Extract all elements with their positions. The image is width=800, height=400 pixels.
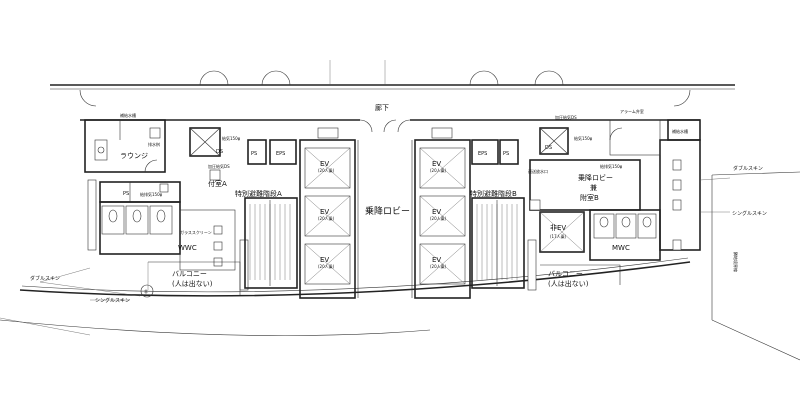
eps-shaft-left: [269, 139, 297, 165]
vent-label-right: 給排気150φ: [600, 163, 623, 169]
ps-shaft-left: [247, 139, 267, 165]
balcony-right-note: (人は出ない): [548, 279, 589, 288]
single-skin-right-label: シングルスキン: [732, 210, 767, 217]
ev-car-left-1: [304, 147, 351, 189]
wwc-room: [99, 201, 181, 255]
mwc-stalls: [593, 213, 657, 239]
ev-car-right-3: [419, 243, 466, 285]
wwc-vertical-panel: [87, 179, 97, 251]
balcony-left: [148, 261, 241, 295]
exterior-line-bottom: [711, 319, 800, 361]
vestibule-a-label: 付室A: [208, 179, 227, 188]
ev-left-2-cap: (20人乗): [318, 215, 335, 221]
glass-screen-label: ガラススクリーン: [180, 229, 212, 235]
diag-line-left: [0, 317, 91, 336]
ev-right-2-cap: (20人乗): [430, 215, 447, 221]
ev-right-3-cap: (20人乗): [430, 263, 447, 269]
connect-port-label: 連送放水口: [528, 168, 548, 174]
ev-right-1-cap: (20人乗): [430, 167, 447, 173]
drain-label: 排水桝: [148, 141, 160, 147]
corridor-doors: [79, 70, 691, 133]
ev-left-3-cap: (20人乗): [318, 263, 335, 269]
balcony-right-label: バルコニー: [548, 270, 583, 278]
ds-label-left: DS: [216, 149, 223, 155]
ev-left-1-label: EV: [320, 160, 329, 168]
ev-right-1-label: EV: [432, 160, 441, 168]
ps-shaft-right: [499, 139, 519, 165]
lobby-b-label-1: 乗降ロビー: [578, 173, 613, 182]
left-balcony-column: [239, 239, 249, 291]
fire-water-tank-label-left: 補給水槽: [120, 112, 136, 118]
lounge-room: [84, 119, 166, 173]
stair-a: [244, 197, 298, 289]
lounge-sink: [94, 139, 108, 161]
corridor-label: 廊下: [375, 103, 389, 112]
stair-b-label: 特別避難階段B: [470, 189, 517, 198]
elevator-shaft-left: [299, 139, 356, 299]
balcony-right: [540, 264, 621, 285]
ds-label-right: DS: [545, 145, 552, 151]
stair-a-treads: [249, 200, 291, 286]
emergency-mark-label: 非: [144, 288, 148, 294]
ps-label-shaft-left: PS: [251, 151, 257, 157]
emergency-ev-shaft: [539, 211, 585, 253]
right-utility-block: [659, 139, 701, 251]
lobby-b-label-3: 附室B: [580, 193, 599, 202]
boundary-line-diagonal: [711, 171, 800, 176]
right-balcony-column: [527, 239, 537, 291]
single-skin-left-label: シングルスキン: [95, 297, 130, 304]
emergency-entry-mark: [140, 284, 154, 298]
balcony-left-label: バルコニー: [172, 270, 207, 278]
ps-label-shaft-right: PS: [503, 151, 509, 157]
eps-label-shaft-right: EPS: [478, 151, 487, 157]
outer-facade-curve: [19, 261, 691, 297]
wwc-stalls: [101, 205, 173, 235]
mwc-label: MWC: [612, 244, 630, 252]
shaft-ds-right: [539, 127, 569, 155]
ev-left-3-label: EV: [320, 256, 329, 264]
fire-water-tank-label-right: 補給水槽: [672, 128, 688, 134]
balcony-left-note: (人は出ない): [172, 279, 213, 288]
emergency-ev-cap: (17人乗): [550, 233, 567, 239]
ev-car-right-1: [419, 147, 466, 189]
ev-left-2-label: EV: [320, 208, 329, 216]
vent-label-top-right: 給気150φ: [574, 135, 593, 141]
double-skin-line: [39, 281, 141, 297]
vent-label-top-left: 給気150φ: [222, 135, 241, 141]
ps-label-left: PS: [123, 191, 129, 197]
lobby-label: 乗降ロビー: [365, 205, 410, 217]
lobby-b-label-2: 兼: [590, 183, 597, 192]
eps-shaft-right: [471, 139, 499, 165]
emergency-ev-label: 非EV: [550, 223, 566, 232]
ev-car-left-3: [304, 243, 351, 285]
wwc-label: WWC: [178, 244, 197, 252]
outer-facade-curve-inner: [21, 257, 689, 293]
ev-car-right-2: [419, 195, 466, 237]
ev-right-3-label: EV: [432, 256, 441, 264]
pressure-ds-label-right: 加圧給気DS: [555, 114, 577, 120]
ev-left-1-cap: (20人乗): [318, 167, 335, 173]
vent-label-left: 給排気150φ: [140, 191, 163, 197]
lounge-label: ラウンジ: [120, 152, 148, 160]
lobby-b-room: [529, 159, 641, 211]
pressure-ds-label-left: 加圧給気DS: [208, 163, 230, 169]
alarm-valve-label: アラーム弁室: [620, 108, 644, 114]
double-skin-left-label: ダブルスキン: [30, 275, 60, 282]
double-skin-right-label: ダブルスキン: [733, 165, 763, 172]
alarm-valve-room: [609, 119, 661, 156]
stair-a-label: 特別避難階段A: [235, 189, 282, 198]
ev-car-left-2: [304, 195, 351, 237]
glass-screen-area: [179, 209, 236, 271]
stair-b: [471, 197, 525, 289]
single-skin-curve: [0, 319, 431, 336]
elevator-shaft-right: [414, 139, 471, 299]
ev-right-2-label: EV: [432, 208, 441, 216]
shaft-ds-left: [189, 127, 221, 157]
eps-label-shaft-left: EPS: [276, 151, 285, 157]
boundary-label: 隣地境界線: [733, 252, 739, 272]
stair-b-treads: [476, 200, 518, 286]
